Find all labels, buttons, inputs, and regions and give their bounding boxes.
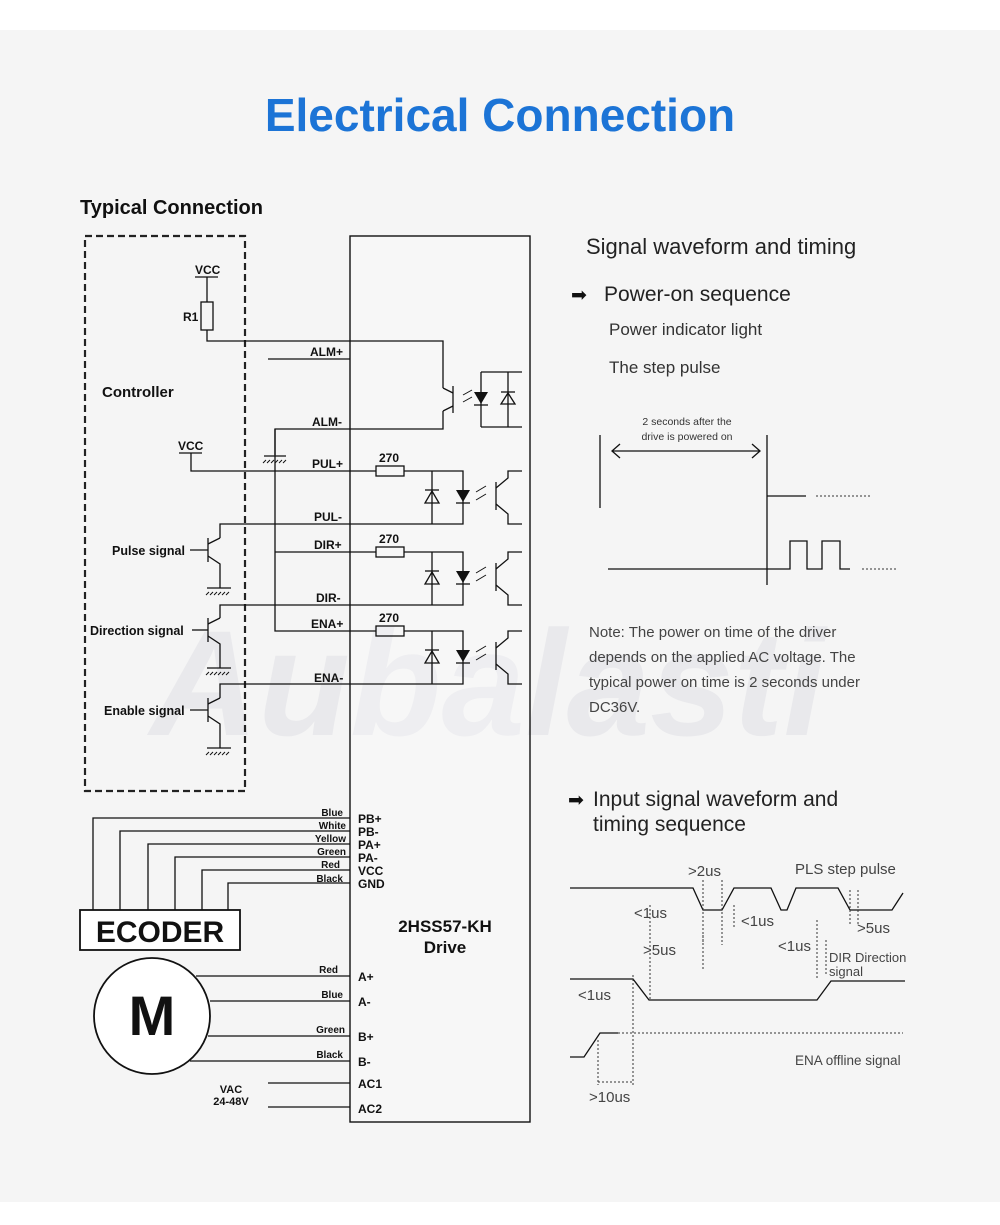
motor-wire-color-3: Black (316, 1050, 343, 1061)
input-heading-line1: Input signal waveform and (593, 788, 838, 811)
ena-waveform (570, 1032, 903, 1058)
controller-box (83, 234, 247, 793)
delay-note-line1: 2 seconds after the (642, 416, 731, 428)
enc-pin-4: VCC (358, 864, 384, 878)
motor-pin-1: A- (358, 995, 371, 1009)
vac-range: 24-48V (213, 1096, 249, 1108)
motor-wire-color-1: Blue (321, 990, 343, 1001)
pin-alm-minus: ALM- (312, 415, 342, 429)
timing-10us: >10us (589, 1089, 630, 1106)
pin-dir-plus: DIR+ (314, 538, 342, 552)
enable-transistor (190, 697, 231, 756)
note-line-1: depends on the applied AC voltage. The (589, 649, 856, 666)
dir-optocoupler (423, 551, 522, 606)
motor-pin-3: B- (358, 1055, 371, 1069)
note-line-2: typical power on time is 2 seconds under (589, 674, 860, 691)
timing-5us-b: >5us (857, 920, 890, 937)
ena-label: ENA offline signal (795, 1053, 901, 1068)
timing-markers (597, 880, 859, 1085)
drive-box (349, 235, 531, 1123)
motor-wire-color-2: Green (316, 1025, 345, 1036)
enc-wire-color-2: Yellow (315, 834, 346, 845)
pin-pul-plus: PUL+ (312, 457, 343, 471)
motor-label: M (129, 984, 176, 1047)
typical-connection-heading: Typical Connection (80, 197, 263, 219)
power-on-waveform (599, 435, 898, 585)
timing-1us-d: <1us (578, 987, 611, 1004)
pin-ena-minus: ENA- (314, 671, 343, 685)
timing-1us-c: <1us (778, 938, 811, 955)
enc-pin-5: GND (358, 877, 385, 891)
r1-resistor (200, 301, 214, 331)
input-heading-line2: timing sequence (593, 813, 746, 836)
enc-pin-1: PB- (358, 825, 379, 839)
pls-waveform (570, 887, 904, 911)
enc-wire-color-0: Blue (321, 808, 343, 819)
power-pin-1: AC2 (358, 1102, 382, 1116)
page-title: Electrical Connection (265, 89, 735, 141)
timing-5us-a: >5us (643, 942, 676, 959)
ena-resistor-value: 270 (379, 611, 399, 625)
enc-wire-color-4: Red (321, 860, 340, 871)
motor-pin-0: A+ (358, 970, 374, 984)
pulse-transistor (190, 537, 231, 596)
direction-signal-label: Direction signal (90, 624, 184, 638)
enc-pin-0: PB+ (358, 812, 382, 826)
power-pin-0: AC1 (358, 1077, 382, 1091)
timing-2us: >2us (688, 863, 721, 880)
direction-transistor (192, 617, 231, 676)
note-line-0: Note: The power on time of the driver (589, 624, 836, 641)
dir-resistor-value: 270 (379, 532, 399, 546)
pin-ena-plus: ENA+ (311, 617, 343, 631)
alm-optocoupler (442, 371, 522, 428)
timing-heading: Signal waveform and timing (586, 234, 856, 259)
dir-label-line1: DIR Direction (829, 950, 906, 965)
watermark: Aubalasti (146, 599, 828, 767)
enc-wire-color-5: Black (316, 874, 343, 885)
pls-label: PLS step pulse (795, 861, 896, 878)
dir-waveform (570, 978, 905, 1001)
pin-pul-minus: PUL- (314, 510, 342, 524)
ena-optocoupler (423, 630, 522, 685)
pin-dir-minus: DIR- (316, 591, 341, 605)
enc-pin-3: PA- (358, 851, 378, 865)
drive-name-line1: 2HSS57-KH (398, 917, 492, 936)
dir-label-line2: signal (829, 964, 863, 979)
power-on-arrow-icon: ➡ (571, 284, 587, 306)
enable-signal-label: Enable signal (104, 704, 185, 718)
power-indicator-label: Power indicator light (609, 320, 762, 339)
r1-label: R1 (183, 310, 199, 324)
timing-1us-b: <1us (741, 913, 774, 930)
motor-wire-color-0: Red (319, 965, 338, 976)
vcc-top-label: VCC (195, 263, 221, 277)
delay-note-line2: drive is powered on (641, 431, 732, 443)
motor-circle (93, 957, 211, 1075)
drive-name-line2: Drive (424, 938, 467, 957)
step-pulse-label: The step pulse (609, 358, 721, 377)
encoder-wires (92, 817, 350, 910)
pin-alm-plus: ALM+ (310, 345, 343, 359)
motor-pin-2: B+ (358, 1030, 374, 1044)
encoder-box (79, 909, 241, 951)
enc-pin-2: PA+ (358, 838, 381, 852)
input-arrow-icon: ➡ (568, 789, 584, 811)
pul-resistor-value: 270 (379, 451, 399, 465)
vcc-mid-label: VCC (178, 439, 204, 453)
enc-wire-color-3: Green (317, 847, 346, 858)
pulse-signal-label: Pulse signal (112, 544, 185, 558)
power-on-heading: Power-on sequence (604, 283, 791, 306)
pul-optocoupler (423, 470, 522, 525)
motor-wires (190, 975, 350, 1062)
timing-1us-a: <1us (634, 905, 667, 922)
encoder-label: ECODER (96, 916, 225, 949)
controller-label: Controller (102, 384, 174, 401)
enc-wire-color-1: White (319, 821, 347, 832)
note-line-3: DC36V. (589, 699, 640, 716)
vac-label: VAC (220, 1084, 242, 1096)
